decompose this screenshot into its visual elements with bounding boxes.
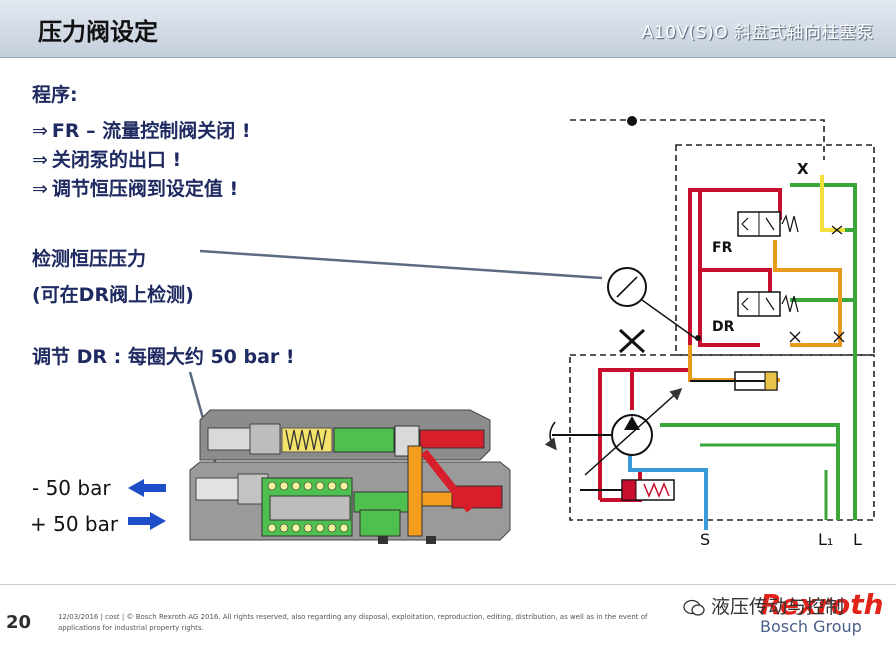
label-l: L <box>853 530 862 549</box>
adjust-text: 调节 DR : 每圈大约 50 bar ! <box>32 346 295 368</box>
label-x: X <box>797 160 809 178</box>
step-1-text: FR – 流量控制阀关闭 ! <box>51 120 251 142</box>
step-2-text: 关闭泵的出口 ! <box>51 149 182 171</box>
arrow-right-icon <box>128 512 166 530</box>
valve-cross-section-illustration <box>189 409 511 544</box>
step-3: ⇒调节恒压阀到设定值 ! <box>32 174 238 201</box>
label-l1: L₁ <box>818 530 833 549</box>
step-3-text: 调节恒压阀到设定值 ! <box>51 178 239 200</box>
label-fr: FR <box>712 240 733 256</box>
implies-arrow-icon: ⇒ <box>32 149 48 171</box>
rexroth-logo: Rexroth <box>760 588 884 621</box>
minus-50-bar-label: - 50 bar <box>32 476 111 500</box>
page-subtitle: A10V(S)O 斜盘式轴向柱塞泵 <box>641 23 874 43</box>
bosch-group-text: Bosch Group <box>760 617 862 636</box>
label-s: S <box>700 530 710 549</box>
wechat-icon <box>683 599 705 616</box>
footer-divider <box>0 584 896 585</box>
implies-arrow-icon: ⇒ <box>32 120 48 142</box>
hydraulic-schematic <box>544 116 875 530</box>
arrow-left-icon <box>128 479 166 497</box>
implies-arrow-icon: ⇒ <box>32 178 48 200</box>
step-1: ⇒FR – 流量控制阀关闭 ! <box>32 116 251 143</box>
measure-line-2: (可在DR阀上检测) <box>32 284 194 306</box>
plus-50-bar-label: + 50 bar <box>30 512 119 536</box>
step-2: ⇒关闭泵的出口 ! <box>32 145 181 172</box>
procedure-label: 程序: <box>32 84 78 106</box>
page-title: 压力阀设定 <box>38 18 158 46</box>
wechat-watermark: 液压传动与控制 <box>683 592 844 619</box>
leader-line-gauge <box>199 249 603 280</box>
label-dr: DR <box>712 319 735 335</box>
header-bar: 压力阀设定 A10V(S)O 斜盘式轴向柱塞泵 <box>0 0 896 58</box>
wechat-text: 液压传动与控制 <box>711 596 845 618</box>
page-number: 20 <box>6 612 32 633</box>
measure-line-1: 检测恒压压力 <box>32 248 147 270</box>
copyright-text: 12/03/2016 | cost | © Bosch Rexroth AG 2… <box>58 613 648 632</box>
